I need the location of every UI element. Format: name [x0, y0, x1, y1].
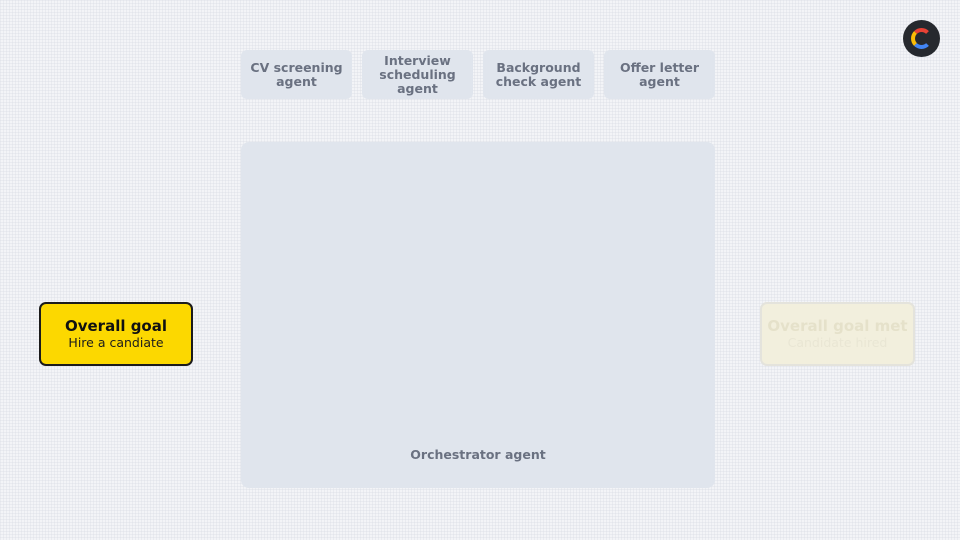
- overall-goal-met-title: Overall goal met: [767, 317, 908, 335]
- overall-goal-title: Overall goal: [64, 317, 168, 335]
- overall-goal-subtitle: Hire a candiate: [68, 335, 164, 350]
- cv-screening-agent-box: CV screening agent: [241, 50, 352, 99]
- background-check-agent-box: Background check agent: [483, 50, 594, 99]
- overall-goal-met-subtitle: Candidate hired: [787, 335, 888, 350]
- overall-goal-box: Overall goal Hire a candiate: [39, 302, 193, 366]
- offer-letter-agent-box: Offer letter agent: [604, 50, 715, 99]
- orchestrator-agent-box: Orchestrator agent: [241, 142, 715, 488]
- c-logo-icon: [903, 20, 940, 57]
- orchestrator-agent-label: Orchestrator agent: [410, 447, 546, 462]
- overall-goal-met-box: Overall goal met Candidate hired: [760, 302, 915, 366]
- interview-scheduling-agent-box: Interview scheduling agent: [362, 50, 473, 99]
